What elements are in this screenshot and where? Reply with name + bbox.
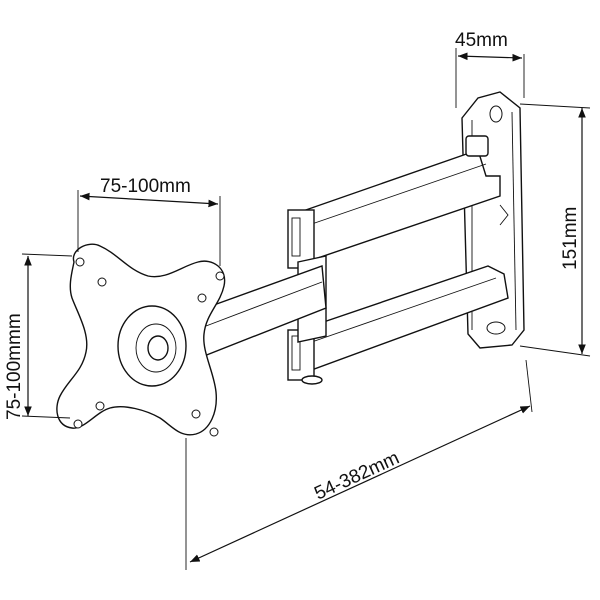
wall-plate-top-hole: [489, 105, 503, 123]
vesa-hole-bottom-right-inner: [191, 409, 201, 419]
vesa-hole-top-right-inner: [197, 293, 207, 303]
vesa-plate: [56, 243, 226, 437]
wall-plate-bottom-slot: [486, 321, 506, 335]
vesa-hole-top-left: [75, 257, 85, 267]
dimension-depth: 45mm: [455, 30, 525, 108]
dimension-extension: 54-382mm: [185, 359, 533, 570]
dimension-vesa-horizontal: 75-100mm: [77, 176, 221, 266]
dimension-vesa-vertical: 75-100mmm: [4, 253, 73, 420]
vesa-hole-bottom-right: [209, 427, 219, 437]
dimension-extension-label: 54-382mm: [311, 448, 402, 505]
dimension-height-label: 151mm: [560, 207, 581, 270]
dimension-height: 151mm: [519, 103, 591, 357]
vesa-hole-bottom-left-inner: [95, 401, 105, 411]
dimension-depth-label: 45mm: [455, 30, 508, 51]
vesa-hub-inner: [135, 323, 177, 373]
dimension-vesa-vertical-label: 75-100mmm: [4, 313, 25, 420]
vesa-hole-top-right: [215, 271, 225, 281]
vesa-hole-bottom-left: [73, 419, 83, 429]
dimension-vesa-horizontal-label: 75-100mm: [100, 176, 191, 197]
vesa-hub-center: [147, 335, 169, 361]
vesa-hole-top-left-inner: [97, 277, 107, 287]
